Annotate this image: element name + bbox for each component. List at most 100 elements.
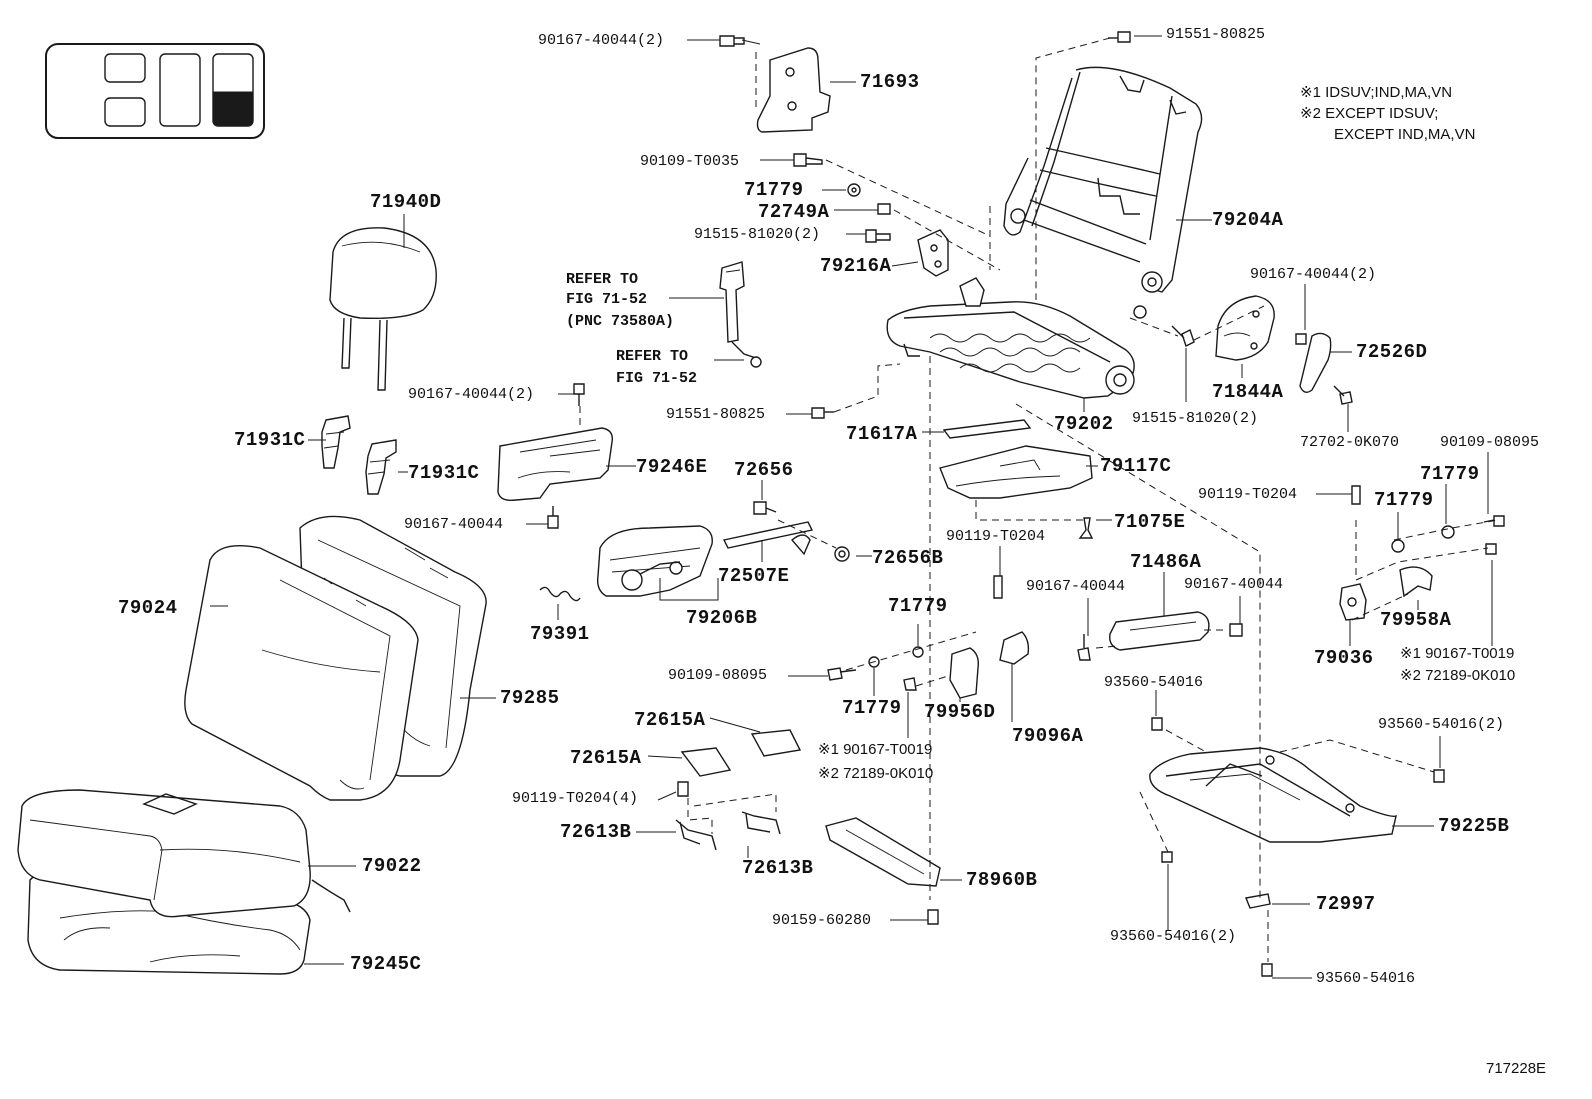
cover-72615A-left [680,747,732,777]
spring-79391 [539,586,581,602]
label-79285: 79285 [500,687,560,709]
seatback-assembly [184,515,487,801]
label-72656: 72656 [734,459,794,481]
label-71693: 71693 [860,71,920,93]
seat-heater-79117C [939,445,1093,499]
note-line-2: ※2 EXCEPT IDSUV; [1300,105,1439,122]
seatback-frame [1003,66,1203,293]
label-90159-60280: 90159-60280 [772,912,872,929]
label-72615A-b: 72615A [570,747,642,769]
label-79036: 79036 [1314,647,1374,669]
label-91551-80825b: 91551-80825 [666,406,766,423]
leader-lines [210,35,1493,979]
seat-cushion-assembly [17,789,351,975]
label-79958A: 79958A [1380,609,1452,631]
refer-to-line1: REFER TO [566,271,639,288]
label-79206B: 79206B [686,607,758,629]
label-79024: 79024 [118,597,178,619]
bracket-79096A [999,631,1030,665]
label-71075E: 71075E [1114,511,1186,533]
label-72615A-a: 72615A [634,709,706,731]
cover-79956D [949,647,980,699]
label-79391: 79391 [530,623,590,645]
diagram-id: 717228E [1486,1060,1547,1077]
label-71940D: 71940D [370,191,442,213]
label-note1-90167-T0019: ※1 90167-T0019 [1400,645,1515,662]
label-71844A: 71844A [1212,381,1284,403]
label-note2-72189-0K010: ※2 72189-0K010 [1400,667,1516,684]
bracket-72613B-right [741,811,781,835]
label-71486A: 71486A [1130,551,1202,573]
label-71779b: 71779 [1420,463,1480,485]
label-79204A: 79204A [1212,209,1284,231]
seat-pad-71617A [942,419,1032,439]
seat-frame [886,277,1147,399]
headrest-guide-left [321,415,351,469]
label-72507E: 72507E [718,565,790,587]
note-line-3: EXCEPT IND,MA,VN [1334,126,1476,143]
label-72702-0K070: 72702-0K070 [1300,434,1400,451]
label-72613B-a: 72613B [560,821,632,843]
lower-frame-79225B [1149,747,1397,843]
label-71779d: 71779 [888,595,948,617]
bracket-72613B-left [675,819,717,851]
label-90119-T0204: 90119-T0204 [1198,486,1298,503]
label-91551-80825: 91551-80825 [1166,26,1266,43]
refer-to-b-line1: REFER TO [616,348,689,365]
refer-to-line3: (PNC 73580A) [566,313,675,330]
cover-79958A [1399,566,1433,598]
label-79202: 79202 [1054,413,1114,435]
label-93560-54016-2b: 93560-54016(2) [1110,928,1237,945]
label-90167-40044: 90167-40044 [404,516,504,533]
label-72997: 72997 [1316,893,1376,915]
label-90167-40044-2: 90167-40044(2) [538,32,665,49]
label-71931C-left: 71931C [234,429,306,451]
bracket-79036 [1339,583,1367,621]
seat-side-cover-79246E [497,427,613,502]
headrest-guide-right [365,439,397,495]
clip-72997 [1245,893,1271,909]
cover-78960B [825,817,941,887]
label-90167-40044-d: 90167-40044 [1184,576,1284,593]
label-93560-54016: 93560-54016 [1104,674,1204,691]
label-71779: 71779 [744,179,804,201]
label-71617A: 71617A [846,423,918,445]
label-90167-40044-2c: 90167-40044(2) [408,386,535,403]
hinge-cover-71693 [741,39,831,133]
label-79956D: 79956D [924,701,996,723]
label-93560-54016-2: 93560-54016(2) [1378,716,1505,733]
label-79225B: 79225B [1438,815,1510,837]
label-note1-90167-T0019b: ※1 90167-T0019 [818,741,933,758]
label-71931C-right: 71931C [408,462,480,484]
headrest [329,214,437,391]
rod-72507E [722,521,814,556]
seat-belt-buckle [719,261,762,368]
label-79216A: 79216A [820,255,892,277]
label-71779e: 71779 [842,697,902,719]
label-90109-08095: 90109-08095 [1440,434,1540,451]
label-79245C: 79245C [350,953,422,975]
bracket-79216A [917,229,949,277]
label-91515-81020-2b: 91515-81020(2) [1132,410,1259,427]
refer-to-b-line2: FIG 71-52 [616,370,698,387]
hinge-cover-71844A [1215,295,1275,361]
label-90167-40044-2b: 90167-40044(2) [1250,266,1377,283]
seat-position-legend [45,43,265,139]
label-72656B: 72656B [872,547,944,569]
note-line-1: ※1 IDSUV;IND,MA,VN [1300,84,1453,101]
label-90167-40044-c: 90167-40044 [1026,578,1126,595]
label-79022: 79022 [362,855,422,877]
cover-72615A-right [750,729,802,757]
refer-to-line2: FIG 71-52 [566,291,648,308]
label-90119-T0204-4: 90119-T0204(4) [512,790,639,807]
label-91515-81020-2: 91515-81020(2) [694,226,821,243]
recliner-lever-72526D [1299,332,1332,393]
fasteners [547,31,1505,977]
label-79117C: 79117C [1100,455,1172,477]
label-note2-72189-0K010b: ※2 72189-0K010 [818,765,934,782]
cover-71486A [1109,611,1210,651]
label-72526D: 72526D [1356,341,1428,363]
label-71779c: 71779 [1374,489,1434,511]
